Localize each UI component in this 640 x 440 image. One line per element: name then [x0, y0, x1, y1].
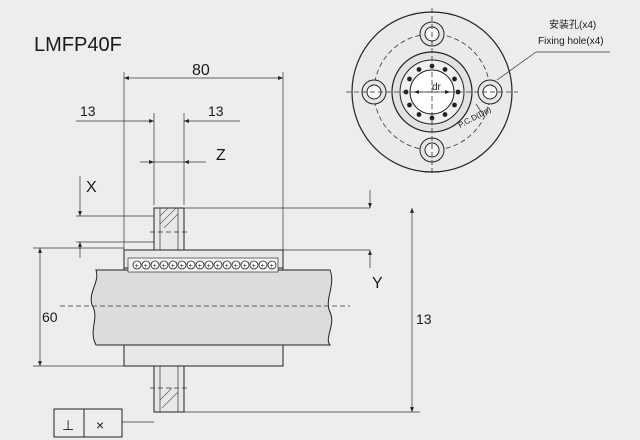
ball — [267, 260, 277, 270]
ball-row: + + + + + + + + + + + + + + + + — [127, 257, 279, 273]
ball — [168, 260, 178, 270]
ball-mark: + — [216, 263, 220, 270]
ball-mark: + — [243, 263, 247, 270]
perpendicular-symbol: ⊥ — [62, 417, 74, 433]
front-ball — [416, 112, 422, 117]
ball-mark: + — [261, 263, 265, 270]
ball — [195, 260, 205, 270]
dim-diameter-60: 60 — [42, 309, 58, 325]
ball — [132, 260, 142, 270]
ball — [258, 260, 268, 270]
ball — [141, 260, 151, 270]
dim-length-80: 80 — [192, 62, 210, 79]
dim-z: Z — [216, 147, 226, 164]
ball — [222, 260, 232, 270]
front-ball — [452, 76, 457, 82]
ball-mark: + — [198, 263, 202, 270]
dim-dr: dr — [432, 82, 442, 93]
front-ball — [416, 67, 422, 72]
front-ball — [407, 102, 412, 108]
side-view: 80 13 13 Z X 60 — [33, 62, 432, 413]
shaft — [90, 269, 333, 346]
ball — [231, 260, 241, 270]
ball-mark: + — [207, 263, 211, 270]
dim-right-13: 13 — [208, 103, 224, 119]
ball-mark: + — [234, 263, 238, 270]
front-view: dr P.C.D(Dp) 安装孔(x4) Fixing hole(x4) — [346, 8, 610, 176]
cross-symbol: × — [96, 417, 104, 433]
model-title: LMFP40F — [34, 34, 122, 56]
dim-left-13: 13 — [80, 103, 96, 119]
front-ball — [452, 102, 457, 108]
dim-x: X — [86, 179, 97, 196]
fixing-hole-label-en: Fixing hole(x4) — [538, 36, 604, 47]
ball-mark: + — [189, 263, 193, 270]
fixing-hole-label-cn: 安装孔(x4) — [549, 18, 596, 31]
ball-mark: + — [171, 263, 175, 270]
flange-hatch — [159, 207, 179, 409]
ball — [159, 260, 169, 270]
ball — [240, 260, 250, 270]
ball — [186, 260, 196, 270]
ball — [249, 260, 259, 270]
ball-mark: + — [180, 263, 184, 270]
front-ball — [429, 115, 435, 121]
fixing-hole-bottom — [419, 137, 445, 163]
ball-mark: + — [144, 263, 148, 270]
ball — [213, 260, 223, 270]
ball-mark: + — [153, 263, 157, 270]
ball — [150, 260, 160, 270]
ball — [204, 260, 214, 270]
front-ball-ring — [403, 63, 461, 121]
ball-mark: + — [252, 263, 256, 270]
front-ball — [407, 76, 412, 82]
front-ball — [442, 67, 448, 72]
ball — [177, 260, 187, 270]
tolerance-frame: ⊥ × — [53, 408, 154, 438]
ball-mark: + — [162, 263, 166, 270]
front-ball — [442, 112, 448, 117]
ball-mark: + — [135, 263, 139, 270]
dim-height-13: 13 — [416, 311, 432, 327]
dim-y: Y — [372, 275, 383, 292]
ball-mark: + — [270, 263, 274, 270]
ball-mark: + — [225, 263, 229, 270]
